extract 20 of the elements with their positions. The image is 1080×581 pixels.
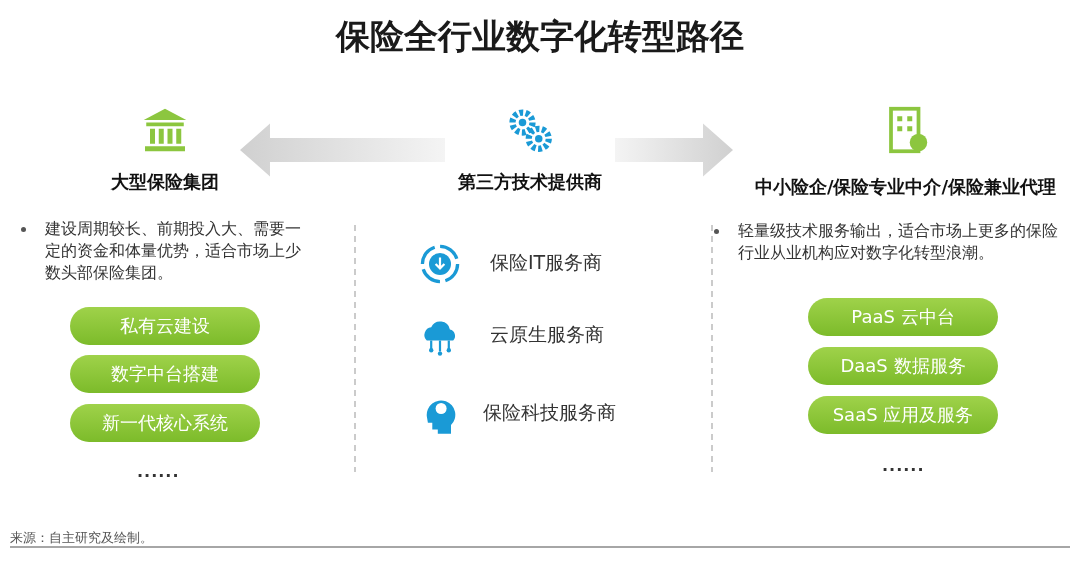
arrow xyxy=(615,123,733,177)
column-heading: 大型保险集团 xyxy=(110,170,220,194)
ellipsis-text: ...... xyxy=(882,456,925,475)
column-heading: 第三方技术提供商 xyxy=(457,170,603,194)
description-text: 轻量级技术服务输出，适合市场上更多的保险行业从业机构应对数字化转型浪潮。 xyxy=(738,220,1058,264)
source-note: 来源：自主研究及绘制。 xyxy=(10,529,153,547)
ellipsis-text: ...... xyxy=(137,462,180,481)
column-heading: 中小险企/保险专业中介/保险兼业代理 xyxy=(753,175,1058,199)
arrow xyxy=(240,123,445,177)
rounded-tag: PaaS 云中台 xyxy=(808,298,998,336)
title: 保险全行业数字化转型路径 xyxy=(334,15,745,58)
rounded-tag: 数字中台搭建 xyxy=(70,355,260,393)
rounded-tag: 新一代核心系统 xyxy=(70,404,260,442)
rounded-tag: DaaS 数据服务 xyxy=(808,347,998,385)
rounded-tag: SaaS 应用及服务 xyxy=(808,396,998,434)
provider-text: 云原生服务商 xyxy=(490,322,604,347)
description-text: 建设周期较长、前期投入大、需要一定的资金和体量优势，适合市场上少数头部保险集团。 xyxy=(45,218,302,284)
rounded-tag: 私有云建设 xyxy=(70,307,260,345)
provider-text: 保险IT服务商 xyxy=(490,250,603,275)
provider-text: 保险科技服务商 xyxy=(483,400,616,425)
